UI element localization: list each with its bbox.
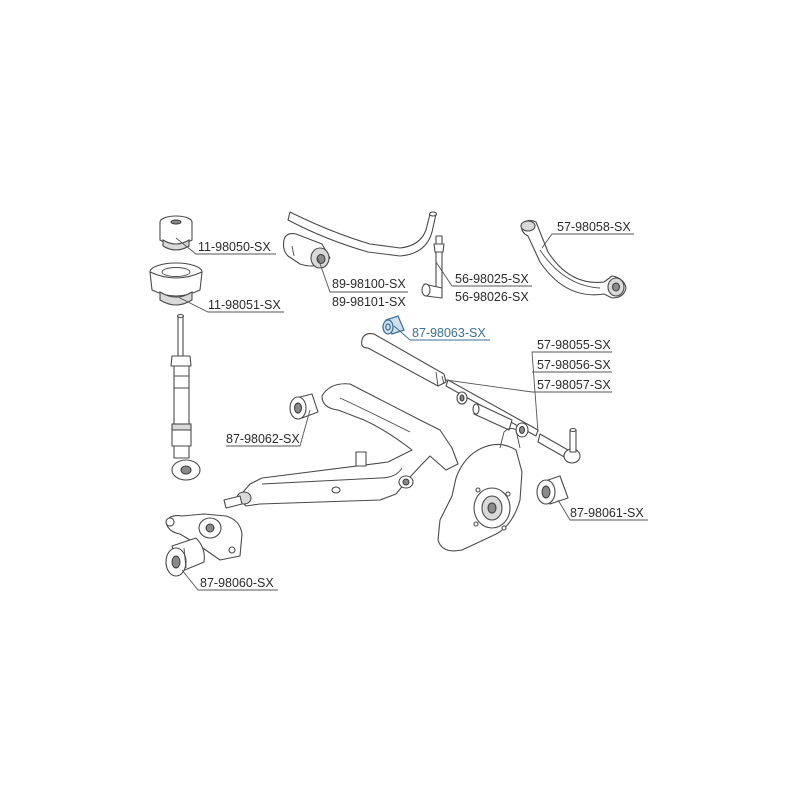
label-87-98060[interactable]: 87-98060-SX: [200, 576, 274, 590]
label-89-98101[interactable]: 89-98101-SX: [332, 295, 406, 309]
label-89-98100[interactable]: 89-98100-SX: [332, 277, 406, 291]
label-57-98056[interactable]: 57-98056-SX: [537, 358, 611, 372]
bushing-87-98061[interactable]: [536, 475, 569, 505]
spring-seat-mount[interactable]: [149, 262, 203, 306]
lower-control-arm[interactable]: [223, 383, 459, 509]
trailing-arm-bracket[interactable]: [165, 513, 243, 561]
label-87-98063[interactable]: 87-98063-SX: [412, 326, 486, 340]
label-11-98050[interactable]: 11-98050-SX: [198, 240, 271, 254]
part-labels: 11-98050-SX 11-98051-SX 89-98100-SX 89-9…: [198, 220, 644, 590]
adjuster-parts[interactable]: [456, 391, 529, 438]
label-56-98026[interactable]: 56-98026-SX: [455, 290, 529, 304]
highlighted-bushing-87-98063[interactable]: [382, 315, 405, 335]
sway-bar[interactable]: [282, 211, 438, 269]
shock-absorber[interactable]: [170, 313, 201, 481]
lateral-rod[interactable]: [361, 333, 539, 437]
label-57-98055[interactable]: 57-98055-SX: [537, 338, 611, 352]
bushing-87-98062[interactable]: [289, 393, 319, 420]
bushing-87-98060[interactable]: [165, 537, 205, 577]
leader-lines: [175, 233, 648, 591]
label-87-98062[interactable]: 87-98062-SX: [226, 432, 300, 446]
label-11-98051[interactable]: 11-98051-SX: [208, 298, 281, 312]
wheel-knuckle[interactable]: [437, 427, 523, 552]
top-mount-bushing[interactable]: [159, 215, 193, 251]
stabilizer-link[interactable]: [421, 235, 445, 299]
label-56-98025[interactable]: 56-98025-SX: [455, 272, 529, 286]
upper-control-arm[interactable]: [520, 219, 627, 299]
tie-rod-end[interactable]: [537, 427, 581, 464]
label-57-98058[interactable]: 57-98058-SX: [557, 220, 631, 234]
label-87-98061[interactable]: 87-98061-SX: [570, 506, 644, 520]
label-57-98057[interactable]: 57-98057-SX: [537, 378, 611, 392]
